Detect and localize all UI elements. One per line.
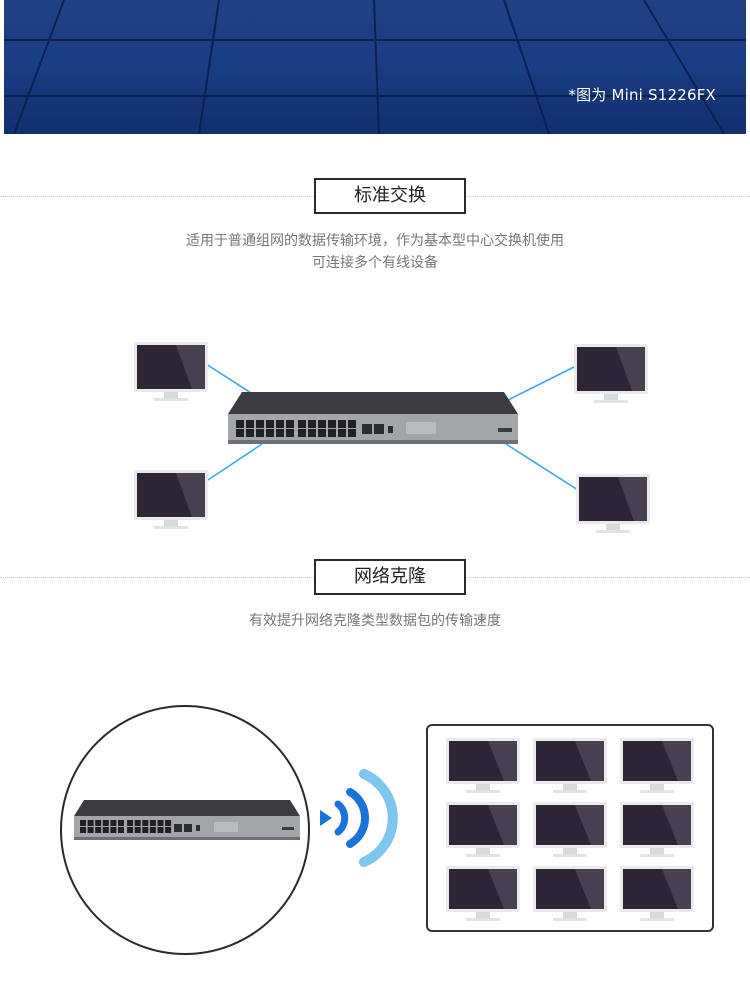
ethernet-port	[266, 420, 274, 428]
section-description: 有效提升网络克隆类型数据包的传输速度	[249, 613, 501, 629]
monitor-icon	[446, 866, 520, 924]
ethernet-port	[87, 820, 94, 826]
monitor-icon	[134, 342, 208, 404]
client-monitor-panel	[426, 724, 714, 932]
ethernet-port	[149, 820, 156, 826]
ethernet-port	[308, 420, 316, 428]
ethernet-port	[236, 429, 244, 437]
ethernet-port	[165, 827, 172, 833]
ethernet-port	[338, 420, 346, 428]
ethernet-port	[127, 820, 134, 826]
ethernet-port	[348, 429, 356, 437]
ethernet-port	[256, 429, 264, 437]
monitor-icon	[134, 470, 208, 532]
monitor-icon	[446, 802, 520, 860]
ethernet-port	[118, 827, 124, 833]
section-description-line-2: 可连接多个有线设备	[312, 255, 438, 271]
ethernet-port	[80, 820, 86, 826]
section-description-line-1: 适用于普通组网的数据传输环境，作为基本型中心交换机使用	[186, 233, 564, 249]
ethernet-port	[95, 827, 102, 833]
ethernet-port	[318, 429, 326, 437]
ethernet-port	[246, 429, 254, 437]
wifi-signal-icon	[318, 760, 402, 880]
ethernet-port	[276, 420, 284, 428]
stage-floor-graphic	[4, 0, 746, 134]
monitor-icon	[446, 738, 520, 796]
section-title-standard-switching: 标准交换	[314, 178, 466, 214]
monitor-icon	[533, 802, 607, 860]
ethernet-port	[142, 827, 149, 833]
ethernet-port	[118, 820, 124, 826]
section-title-network-clone: 网络克隆	[314, 559, 466, 595]
ethernet-port	[110, 827, 117, 833]
ethernet-port	[87, 827, 94, 833]
ethernet-port	[338, 429, 346, 437]
switch-icon	[228, 392, 518, 452]
ethernet-port	[134, 827, 141, 833]
ethernet-port	[328, 420, 336, 428]
monitor-icon	[574, 344, 648, 406]
ethernet-port	[165, 820, 172, 826]
ethernet-port	[256, 420, 264, 428]
ethernet-port	[328, 429, 336, 437]
monitor-icon	[620, 866, 694, 924]
ethernet-port	[348, 420, 356, 428]
ethernet-port	[80, 827, 86, 833]
ethernet-port	[142, 820, 149, 826]
monitor-icon	[533, 738, 607, 796]
ethernet-port	[102, 827, 109, 833]
switch-icon	[74, 800, 300, 850]
ethernet-port	[308, 429, 316, 437]
monitor-icon	[576, 474, 650, 536]
hero-banner: *图为 Mini S1226FX	[4, 0, 746, 134]
ethernet-port	[286, 429, 294, 437]
ethernet-port	[95, 820, 102, 826]
banner-caption: *图为 Mini S1226FX	[568, 86, 716, 104]
ethernet-port	[149, 827, 156, 833]
ethernet-port	[157, 827, 164, 833]
ethernet-port	[298, 429, 306, 437]
ethernet-port	[318, 420, 326, 428]
monitor-icon	[620, 802, 694, 860]
ethernet-port	[134, 820, 141, 826]
ethernet-port	[286, 420, 294, 428]
monitor-icon	[620, 738, 694, 796]
ethernet-port	[276, 429, 284, 437]
ethernet-port	[236, 420, 244, 428]
monitor-icon	[533, 866, 607, 924]
ethernet-port	[102, 820, 109, 826]
ethernet-port	[298, 420, 306, 428]
ethernet-port	[157, 820, 164, 826]
ethernet-port	[110, 820, 117, 826]
ethernet-port	[127, 827, 134, 833]
ethernet-port	[246, 420, 254, 428]
ethernet-port	[266, 429, 274, 437]
